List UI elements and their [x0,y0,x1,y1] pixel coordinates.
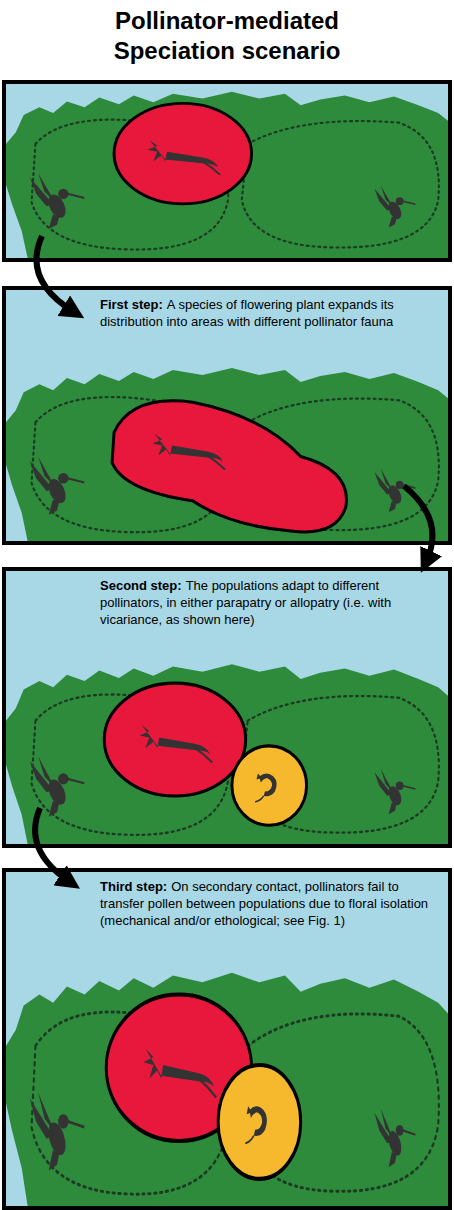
step-heading: Third step: [100,879,167,894]
map-illustration [6,360,448,541]
map-illustration [6,962,448,1206]
step-heading: Second step: [100,578,182,593]
step-description: First step:A species of flowering plant … [100,296,438,330]
step-description: Third step:On secondary contact, pollina… [100,878,438,929]
map-illustration [6,84,448,258]
diagram-title: Pollinator-mediated Speciation scenario [77,6,377,66]
map-illustration [6,656,448,844]
step-heading: First step: [100,297,163,312]
map-panel [2,80,452,262]
step-description: Second step:The populations adapt to dif… [100,577,438,628]
